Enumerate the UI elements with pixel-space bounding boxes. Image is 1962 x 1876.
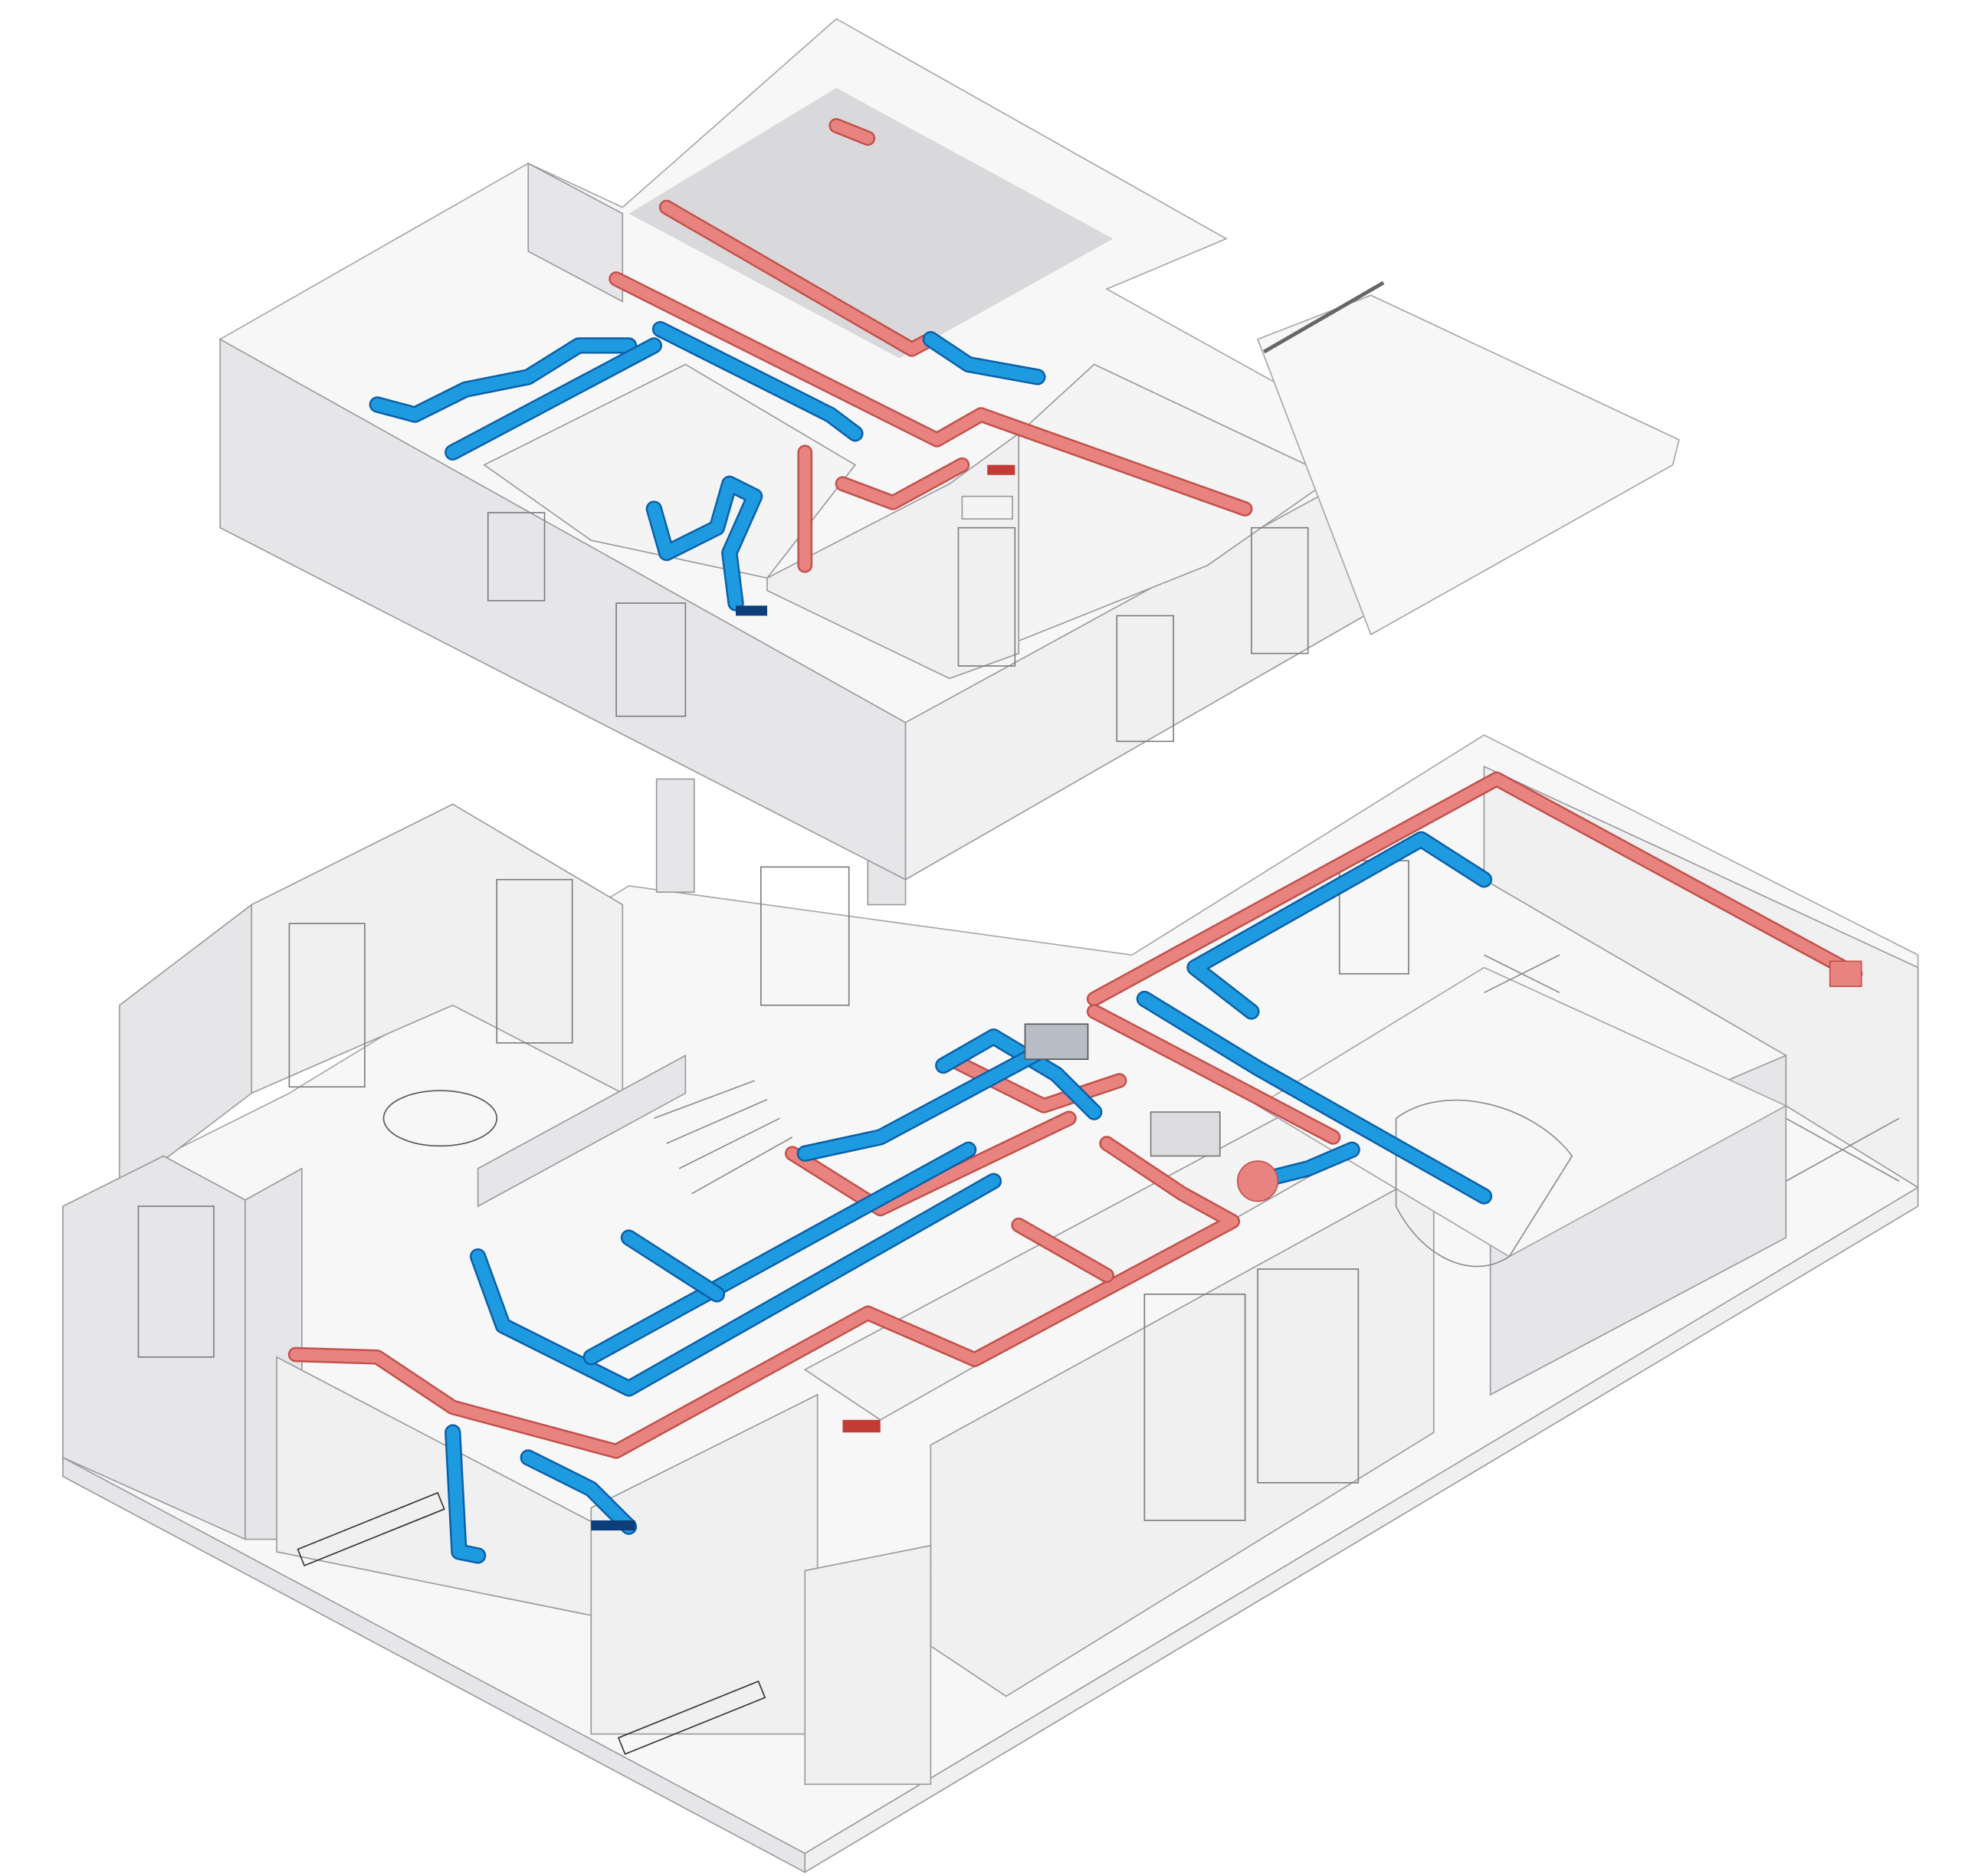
floor-grille <box>297 1491 445 1567</box>
entry-closet <box>804 1544 932 1786</box>
ceiling-diffuser <box>591 1520 635 1531</box>
window <box>1250 526 1309 654</box>
return-duct <box>622 1231 723 1301</box>
supply-ducts <box>287 118 1863 1459</box>
window <box>1116 615 1174 743</box>
support-column <box>655 778 695 893</box>
dining-room-left-wall <box>119 903 253 1195</box>
garage-door-brace <box>1484 954 1900 1182</box>
wall-ac-unit <box>961 495 1013 520</box>
window <box>496 878 573 1044</box>
dining-table <box>382 1090 498 1147</box>
door <box>957 526 1016 667</box>
supply-duct <box>1088 1005 1339 1143</box>
staircase <box>654 1080 793 1195</box>
return-duct <box>924 333 1045 384</box>
return-duct <box>446 1426 484 1563</box>
window <box>760 866 850 1006</box>
return-duct <box>471 1175 1000 1396</box>
hvac-units <box>591 464 1862 1531</box>
return-duct <box>522 1451 635 1533</box>
return-duct <box>1138 992 1491 1203</box>
supply-duct <box>837 459 968 509</box>
supply-duct <box>1088 773 1861 1005</box>
upper-back-wall-left <box>527 162 624 303</box>
window <box>487 512 546 602</box>
return-duct <box>648 477 761 610</box>
balcony-railing <box>1262 280 1385 354</box>
return-duct <box>654 323 862 440</box>
window <box>288 923 366 1088</box>
window <box>615 602 687 717</box>
lower-slab-edge-right <box>804 1186 1919 1874</box>
supply-duct <box>1012 1219 1113 1281</box>
return-duct <box>585 1143 975 1364</box>
window <box>1143 1294 1246 1521</box>
car-outline <box>1395 1099 1573 1268</box>
floor-grille <box>617 1680 766 1755</box>
supply-terminal <box>1829 960 1862 987</box>
wall-grille <box>842 1419 881 1433</box>
window <box>1257 1268 1360 1484</box>
hall-partition-wall <box>477 1054 687 1208</box>
window <box>137 1205 215 1358</box>
return-duct <box>371 339 635 421</box>
supply-duct <box>610 273 1251 515</box>
supply-duct <box>290 1137 1239 1458</box>
air-handling-unit <box>1150 1111 1221 1157</box>
fan-unit <box>1236 1160 1279 1202</box>
upper-bathroom-wall <box>766 432 1020 680</box>
upper-room-right-floor <box>1018 363 1335 642</box>
upper-bedroom-floor <box>628 87 1114 359</box>
return-duct <box>1188 833 1491 1018</box>
garage-floor <box>1256 966 1788 1258</box>
ceiling-diffuser <box>736 605 768 616</box>
supply-duct <box>830 120 874 144</box>
wall-grille <box>987 464 1015 475</box>
return-duct <box>446 339 661 459</box>
return-duct <box>799 1036 1063 1160</box>
air-handling-unit <box>1024 1023 1089 1061</box>
lower-floor <box>62 734 1919 1874</box>
supply-duct <box>786 1112 1075 1215</box>
